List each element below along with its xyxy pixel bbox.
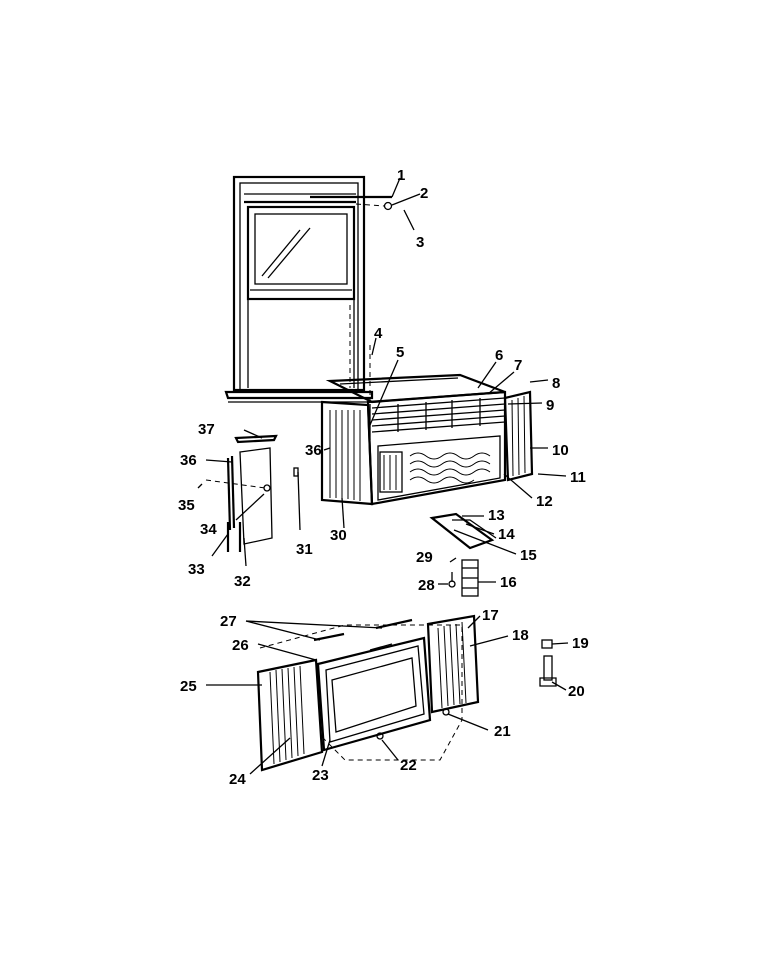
unit-left-side-panel — [320, 400, 374, 506]
label-26: 26 — [232, 637, 249, 654]
label-20: 20 — [568, 683, 585, 700]
label-9: 9 — [546, 397, 554, 414]
label-14: 14 — [498, 526, 515, 543]
support-bracket — [429, 512, 497, 597]
label-37: 37 — [198, 421, 215, 438]
label-32: 32 — [234, 573, 251, 590]
bolt-and-nut — [539, 639, 557, 687]
label-18: 18 — [512, 627, 529, 644]
label-35: 35 — [178, 497, 195, 514]
label-27: 27 — [220, 613, 237, 630]
label-33: 33 — [188, 561, 205, 578]
label-34: 34 — [200, 521, 217, 538]
label-11: 11 — [570, 469, 586, 486]
unit-right-side-panel — [503, 390, 534, 482]
label-3: 3 — [416, 234, 424, 251]
label-22: 22 — [400, 757, 417, 774]
label-1: 1 — [397, 167, 405, 184]
part-number-labels: 1 2 3 4 5 6 7 8 9 10 11 12 13 14 15 16 1… — [178, 167, 589, 788]
label-31: 31 — [296, 541, 313, 558]
label-36-right: 36 — [305, 442, 322, 459]
label-8: 8 — [552, 375, 560, 392]
label-29: 29 — [416, 549, 433, 566]
leader-lines — [197, 177, 569, 775]
label-24: 24 — [229, 771, 246, 788]
label-15: 15 — [520, 547, 537, 564]
label-28: 28 — [418, 577, 435, 594]
label-17: 17 — [482, 607, 499, 624]
window-filler-assembly — [256, 614, 480, 772]
label-5: 5 — [396, 344, 404, 361]
label-4: 4 — [374, 325, 383, 342]
label-10: 10 — [552, 442, 569, 459]
label-30: 30 — [330, 527, 347, 544]
front-grille — [366, 390, 507, 506]
label-16: 16 — [500, 574, 517, 591]
label-36-left: 36 — [180, 452, 197, 469]
window-frame — [224, 175, 374, 403]
label-23: 23 — [312, 767, 329, 784]
label-2: 2 — [420, 185, 428, 202]
label-25: 25 — [180, 678, 197, 695]
label-6: 6 — [495, 347, 503, 364]
side-panel-assembly-small — [205, 434, 299, 552]
label-7: 7 — [514, 357, 522, 374]
screw-part-2 — [383, 201, 393, 211]
label-12: 12 — [536, 493, 553, 510]
label-13: 13 — [488, 507, 505, 524]
label-19: 19 — [572, 635, 589, 652]
label-21: 21 — [494, 723, 511, 740]
